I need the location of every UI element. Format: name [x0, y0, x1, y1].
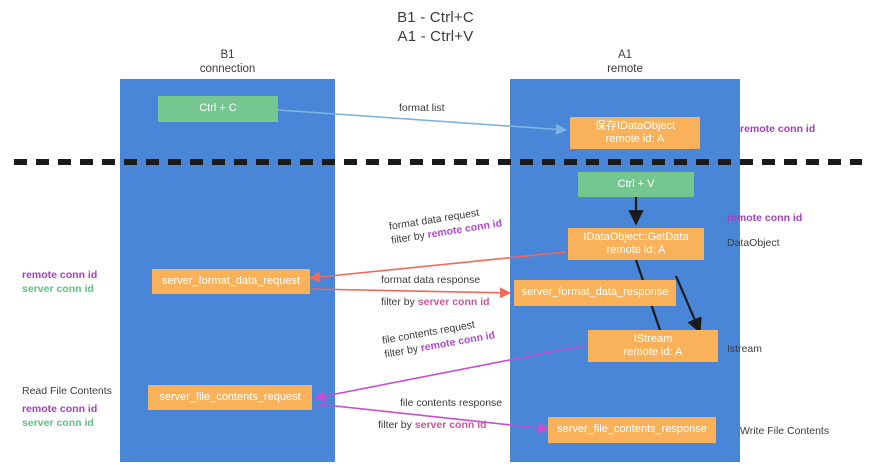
edge-label-format-data-response-text: format data response — [381, 274, 481, 286]
annotation-read-file-contents: Read File Contents — [22, 385, 112, 397]
arrow-format-data-request — [308, 251, 567, 283]
annotation-right-top-remote-conn-id: remote conn id — [740, 123, 816, 135]
node-save-idataobject-line-1: 保存IDataObject — [594, 119, 676, 132]
column-header-b1: B1 connection — [120, 48, 335, 76]
arrow-response-to-istream — [674, 275, 702, 334]
node-server-file-contents-response[interactable]: server_file_contents_response — [548, 417, 716, 443]
node-server-format-data-request-label: server_format_data_request — [161, 274, 301, 287]
annotation-right-mid-remote-conn-id: remote conn id — [727, 212, 803, 224]
column-header-a1: A1 remote — [510, 48, 740, 76]
node-server-file-contents-response-label: server_file_contents_response — [557, 423, 707, 436]
arrow-format-data-response — [311, 287, 512, 299]
arrow-format-list — [277, 109, 568, 135]
edge-label-format-list-text: format list — [399, 102, 445, 114]
column-b1-name: B1 — [220, 49, 235, 61]
filter-key-server-conn-id: server conn id — [414, 419, 487, 431]
annotation-left-bottom-server-conn-id: server conn id — [22, 417, 94, 429]
title-line-1: B1 - Ctrl+C — [397, 9, 474, 26]
annotation-dataobject: DataObject — [727, 237, 780, 249]
node-save-idataobject[interactable]: 保存IDataObject remote id: A — [570, 117, 700, 149]
column-b1-sub: connection — [199, 63, 256, 75]
edge-label-format-list: format list — [399, 101, 445, 115]
annotation-left-bottom-remote-conn-id: remote conn id — [22, 403, 98, 415]
filter-key-server-conn-id: server conn id — [417, 296, 490, 308]
annotation-write-file-contents: Write File Contents — [740, 425, 830, 437]
edge-label-file-contents-response-text: file contents response — [400, 397, 503, 409]
node-ctrl-v[interactable]: Ctrl + V — [578, 172, 694, 197]
node-server-format-data-response[interactable]: server_format_data_response — [514, 280, 676, 306]
edge-label-file-contents-request: file contents request filter by remote c… — [381, 319, 496, 362]
node-server-format-data-request[interactable]: server_format_data_request — [152, 269, 310, 294]
node-ctrl-v-label: Ctrl + V — [617, 177, 655, 190]
arrow-file-contents-request — [313, 344, 587, 402]
annotation-left-remote-conn-id: remote conn id — [22, 269, 98, 281]
column-a1-sub: remote — [607, 63, 643, 75]
filter-prefix: filter by — [381, 296, 418, 308]
node-idataobject-getdata-line-1: IDataObject::GetData — [583, 230, 689, 243]
annotation-istream: Istream — [727, 343, 763, 355]
node-istream-line-1: IStream — [633, 332, 673, 345]
node-ctrl-c[interactable]: Ctrl + C — [158, 96, 278, 122]
node-istream-line-2: remote id: A — [623, 346, 683, 358]
node-server-format-data-response-label: server_format_data_response — [521, 286, 669, 299]
node-istream[interactable]: IStream remote id: A — [588, 330, 718, 362]
node-idataobject-getdata[interactable]: IDataObject::GetData remote id: A — [568, 228, 704, 260]
diagram-title: B1 - Ctrl+C A1 - Ctrl+V — [0, 8, 871, 46]
edge-label-format-data-response-filter: filter by server conn id — [381, 295, 490, 309]
filter-prefix: filter by — [378, 419, 415, 431]
node-server-file-contents-request[interactable]: server_file_contents_request — [148, 385, 312, 410]
node-idataobject-getdata-line-2: remote id: A — [606, 244, 666, 256]
node-save-idataobject-line-2: remote id: A — [605, 133, 665, 145]
title-line-2: A1 - Ctrl+V — [397, 28, 474, 45]
edge-label-format-data-response: format data response filter by server co… — [381, 273, 490, 309]
annotation-left-server-conn-id: server conn id — [22, 283, 94, 295]
arrow-file-contents-response — [316, 403, 550, 434]
node-server-file-contents-request-label: server_file_contents_request — [159, 390, 301, 403]
edge-label-file-contents-response-filter: filter by server conn id — [378, 418, 502, 432]
edge-label-format-data-request: format data request filter by remote con… — [388, 207, 503, 248]
edge-label-file-contents-response: file contents response filter by server … — [378, 396, 502, 432]
node-ctrl-c-label: Ctrl + C — [199, 102, 237, 115]
column-a1-name: A1 — [617, 49, 633, 61]
